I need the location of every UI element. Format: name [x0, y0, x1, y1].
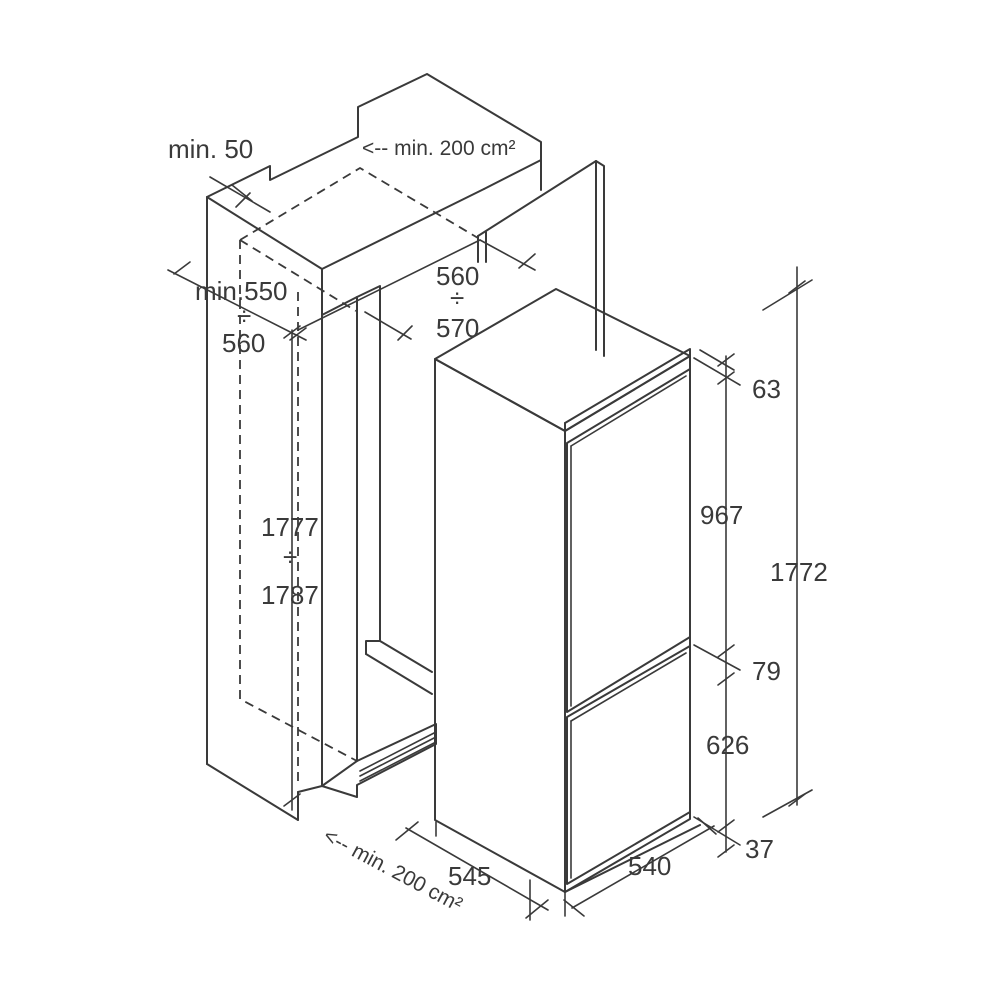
label-dim-1772: 1772 — [770, 557, 828, 587]
dimension-labels: min. 50 <-- min. 200 cm² 560 ÷ 570 min.5… — [168, 134, 828, 916]
label-niche-height-max: 1787 — [261, 580, 319, 610]
niche-cabinet — [206, 73, 542, 821]
dimension-lines — [167, 176, 813, 921]
label-niche-depth-min: 560 — [436, 261, 479, 291]
refrigerator-appliance — [434, 288, 701, 893]
label-niche-height-min: 1777 — [261, 512, 319, 542]
label-ventilation-bottom: <-- min. 200 cm² — [320, 824, 466, 916]
label-dim-540: 540 — [628, 851, 671, 881]
furniture-door-panel — [477, 160, 605, 357]
label-ventilation-top: <-- min. 200 cm² — [362, 137, 515, 160]
label-dim-37: 37 — [745, 834, 774, 864]
label-niche-width-min: min.550 — [195, 276, 288, 306]
label-div-symbol-width: ÷ — [237, 301, 251, 331]
label-dim-79: 79 — [752, 656, 781, 686]
label-dim-626: 626 — [706, 730, 749, 760]
label-dim-63: 63 — [752, 374, 781, 404]
label-min-50: min. 50 — [168, 134, 253, 164]
label-dim-967: 967 — [700, 500, 743, 530]
label-niche-width-max: 560 — [222, 328, 265, 358]
label-niche-depth-max: 570 — [436, 313, 479, 343]
label-div-symbol-depth: ÷ — [450, 283, 464, 313]
label-dim-545: 545 — [448, 861, 491, 891]
label-div-symbol-height: ÷ — [283, 542, 297, 572]
